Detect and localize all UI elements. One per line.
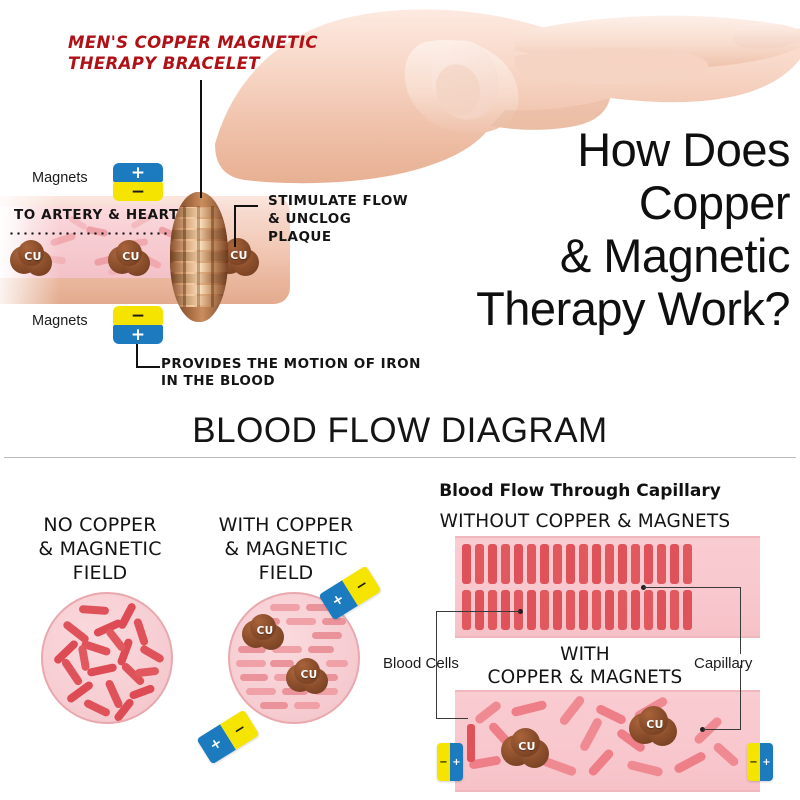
magnet-badge-capillary-left: − + [437, 743, 463, 781]
circle-with-copper: CU CU [228, 592, 360, 724]
circle2-line3: FIELD [258, 562, 314, 584]
magnet-positive-pole: + [450, 743, 463, 781]
magnet-negative-pole: − [113, 306, 163, 326]
cu-text: CU [300, 669, 318, 681]
copper-molecule: CU [629, 706, 681, 750]
magnet-badge-bottom: − + [113, 306, 163, 345]
stimulate-leader-vertical [234, 205, 236, 247]
magnet-positive-pole: + [113, 325, 163, 345]
circle-label-no-copper: NO COPPER & MAGNETIC FIELD [10, 513, 190, 585]
callout-motion: PROVIDES THE MOTION OF IRON IN THE BLOOD [161, 356, 441, 390]
cu-text: CU [122, 250, 140, 263]
circle-no-copper [41, 592, 173, 724]
bracelet-title: MEN'S COPPER MAGNETIC THERAPY BRACELET [68, 33, 318, 73]
copper-molecule: CU [501, 728, 553, 772]
callout-motion-line-1: PROVIDES THE MOTION OF IRON [161, 356, 421, 372]
flow-dotted-line [8, 232, 213, 235]
circle2-line2: & MAGNETIC [224, 538, 348, 560]
circle1-line3: FIELD [72, 562, 128, 584]
copper-bracelet[interactable] [170, 192, 228, 322]
motion-leader-horizontal [136, 366, 160, 368]
blood-cells-label: Blood Cells [383, 655, 459, 672]
artery-label: TO ARTERY & HEART [14, 207, 179, 223]
stimulate-leader-horizontal [234, 205, 258, 207]
headline-line-3: & Magnetic [559, 229, 791, 282]
magnet-negative-pole: − [437, 743, 450, 781]
magnets-label-bottom: Magnets [32, 313, 88, 329]
magnets-label-top: Magnets [32, 170, 88, 186]
copper-molecule: CU [10, 240, 56, 280]
circle1-line1: NO COPPER [43, 514, 157, 536]
copper-molecule: CU [286, 658, 332, 698]
copper-molecule: CU [108, 240, 154, 280]
circle2-line1: WITH COPPER [218, 514, 354, 536]
cu-text: CU [518, 740, 536, 753]
callout-stimulate: STIMULATE FLOW & UNCLOG PLAQUE [268, 192, 458, 246]
circle-label-with-copper: WITH COPPER & MAGNETIC FIELD [196, 513, 376, 585]
copper-molecule: CU [215, 238, 263, 280]
cu-text: CU [24, 250, 42, 263]
page-title: How Does Copper & Magnetic Therapy Work? [430, 123, 790, 335]
magnet-negative-pole: − [113, 182, 163, 202]
capillary-with-label: WITH COPPER & MAGNETS [415, 643, 755, 689]
magnet-positive-pole: + [113, 163, 163, 183]
callout-stimulate-line-2: & UNCLOG [268, 211, 352, 227]
capillary-with-line1: WITH [560, 644, 610, 665]
circle1-line2: & MAGNETIC [38, 538, 162, 560]
section-divider [4, 457, 796, 458]
headline-line-1: How Does [577, 123, 790, 176]
cu-text: CU [256, 625, 274, 637]
headline-line-2: Copper [638, 176, 791, 229]
capillary-with-panel: CU CU [455, 690, 760, 792]
cu-text: CU [230, 249, 248, 262]
magnet-badge-top: + − [113, 163, 163, 202]
headline-line-4: Therapy Work? [476, 282, 790, 335]
copper-molecule: CU [242, 614, 288, 654]
hand-illustration [215, 9, 800, 184]
motion-leader-vertical [136, 344, 138, 368]
magnet-negative-pole: − [747, 743, 760, 781]
magnet-badge-capillary-right: − + [747, 743, 773, 781]
callout-stimulate-line-1: STIMULATE FLOW [268, 193, 409, 209]
callout-motion-line-2: IN THE BLOOD [161, 373, 276, 389]
cu-text: CU [646, 718, 664, 731]
capillary-section-title: Blood Flow Through Capillary [439, 481, 721, 501]
magnet-badge-circle-lower: + − [196, 709, 260, 765]
capillary-label: Capillary [694, 655, 753, 672]
magnet-positive-pole: + [760, 743, 773, 781]
callout-stimulate-line-3: PLAQUE [268, 229, 332, 245]
section-title: BLOOD FLOW DIAGRAM [192, 411, 608, 450]
capillary-without-label: WITHOUT COPPER & MAGNETS [439, 511, 731, 532]
bracelet-leader-line [200, 80, 202, 198]
capillary-with-line2: COPPER & MAGNETS [487, 667, 683, 688]
